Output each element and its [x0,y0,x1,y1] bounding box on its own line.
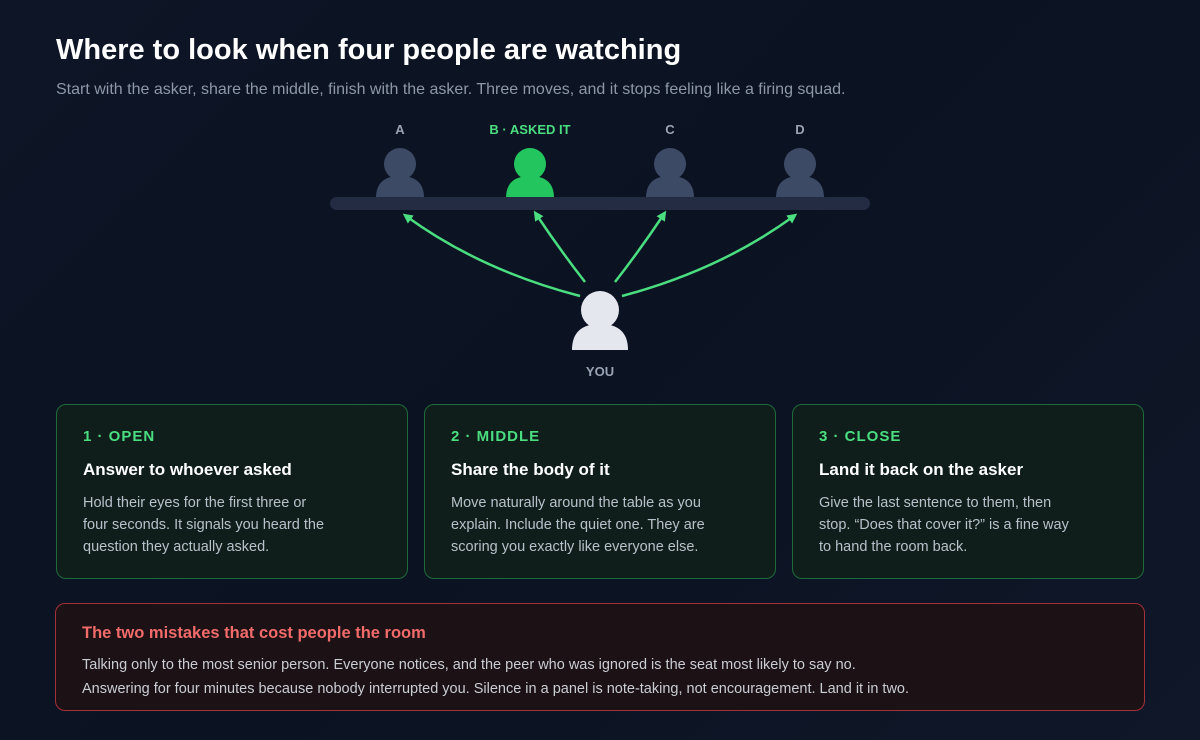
step-label: 2 · MIDDLE [451,428,541,445]
mistakes-panel: The two mistakes that cost people the ro… [55,603,1145,711]
step-heading: Land it back on the asker [819,460,1024,479]
page-title: Where to look when four people are watch… [56,34,682,66]
person-icon-b [506,148,554,198]
mistakes-heading: The two mistakes that cost people the ro… [82,624,426,642]
gaze-arrow-b [533,210,586,283]
person-icon-you [572,291,628,350]
person-icon-a [376,148,424,198]
step-body: Hold their eyes for the first three or f… [83,495,325,555]
step-card-middle: 2 · MIDDLE Share the body of it Move nat… [424,404,776,579]
seat-label-c: C [665,122,675,137]
step-heading: Share the body of it [451,460,610,479]
step-card-open: 1 · OPEN Answer to whoever asked Hold th… [56,404,408,579]
step-card-close: 3 · CLOSE Land it back on the asker Give… [792,404,1144,579]
you-label: YOU [586,364,614,379]
page-subtitle: Start with the asker, share the middle, … [56,81,846,98]
step-body: Move naturally around the table as you e… [451,495,705,555]
gaze-diagram: A B · ASKED IT C D YOU [330,122,870,379]
table-bar [330,197,870,210]
mistake-item: Talking only to the most senior person. … [82,657,856,673]
step-label: 3 · CLOSE [819,428,902,445]
person-icon-d [776,148,824,198]
person-icon-c [646,148,694,198]
gaze-arrow-c [614,210,667,283]
seat-label-a: A [395,122,405,137]
step-heading: Answer to whoever asked [83,460,292,479]
step-body: Give the last sentence to them, then sto… [819,495,1069,555]
seat-label-b: B · ASKED IT [489,122,570,137]
gaze-arrow-a [402,213,581,298]
gaze-arrow-d [621,213,798,298]
seat-label-d: D [795,122,804,137]
mistake-item: Answering for four minutes because nobod… [82,681,910,697]
step-label: 1 · OPEN [83,428,156,445]
